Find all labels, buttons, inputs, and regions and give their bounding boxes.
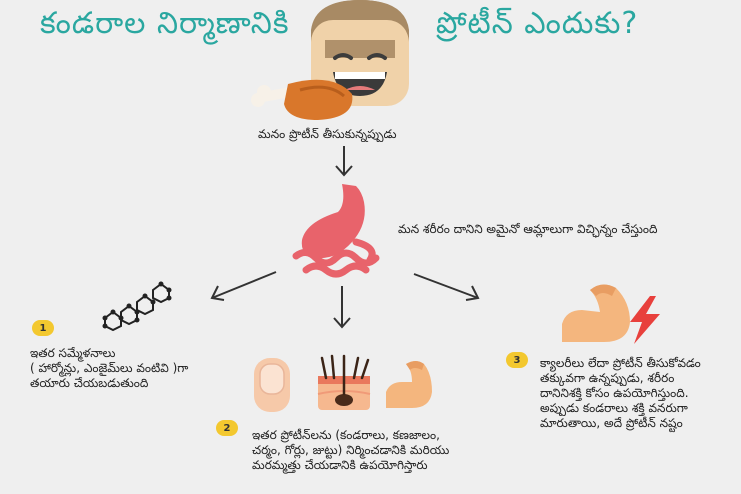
branch3-line-3: దానినిశక్తి కోసం ఉపయోగిస్తుంది. (540, 386, 689, 400)
branch1-line-3: తయారు చేయబడుతుంది (30, 376, 149, 390)
arrow-right (413, 273, 480, 301)
branch3-line-1: క్యాలరీలు లేదా ప్రోటీన్ తీసుకోవడం (540, 356, 701, 370)
branch2-line-3: మరమ్మత్తు చేయడానికి ఉపయోగిస్తారు (252, 458, 428, 472)
title-left: కండరాల నిర్మాణానికి (40, 6, 290, 41)
badge-3: 3 (506, 352, 528, 368)
arrow-down-1 (335, 146, 353, 177)
title-right: ప్రోటీన్ ఎందుకు? (436, 6, 639, 41)
face-icon (311, 0, 409, 106)
step-top-text: మనం ప్రొటీన్ తీసుకున్నప్పుడు (258, 127, 397, 141)
branch2-line-1: ఇతర ప్రోటీన్‌లను (కండరాలు, కణజాలం, (252, 428, 440, 442)
lightning-icon (630, 296, 660, 344)
molecule-icon (102, 281, 172, 332)
drumstick-icon (251, 79, 353, 120)
branch1-line-1: ఇతర సమ్మేళనాలు (30, 346, 116, 360)
skin-hair-icon (317, 354, 371, 410)
branch3-line-4: అప్పుడు కండరాలు శక్తి వనరుగా (540, 401, 688, 415)
arm-muscle-icon (386, 361, 432, 408)
badge-2: 2 (216, 420, 238, 436)
branch2-line-2: చర్మం, గోర్లు, జుట్టు) నిర్మించడానికి మర… (252, 443, 450, 457)
stomach-icon (292, 184, 380, 278)
branch3-line-2: తక్కువగా ఉన్నప్పుడు, శరీరం (540, 371, 675, 385)
branch3-line-5: మారుతాయి, అదే ప్రోటీన్ నష్టం (540, 416, 683, 430)
arrow-left (210, 271, 277, 301)
branch1-line-2: ( హార్మోన్లు, ఎంజైమ్‌లు వంటివి )గా (30, 361, 189, 375)
arrow-down-2 (333, 286, 351, 329)
stomach-text: మన శరీరం దానిని అమైనో ఆమ్లాలుగా విచ్ఛిన్… (398, 222, 658, 236)
badge-1: 1 (32, 320, 54, 336)
flexed-arm-icon (562, 284, 630, 342)
nail-icon (254, 358, 290, 412)
